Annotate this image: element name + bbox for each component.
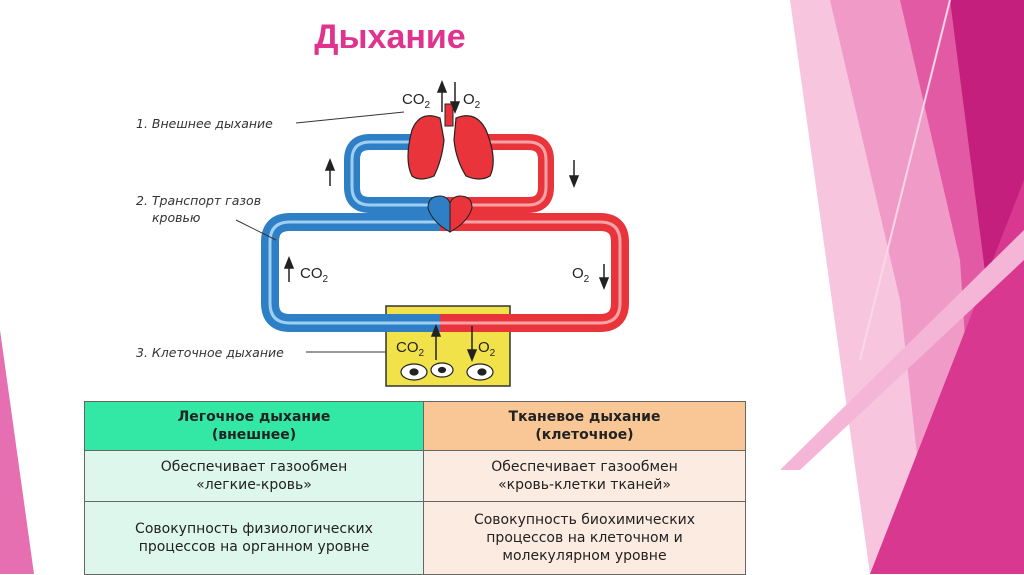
table-cell: Совокупность физиологических процессов н… <box>84 501 424 575</box>
lungs-icon <box>407 103 494 180</box>
header-tissue-respiration: Тканевое дыхание (клеточное) <box>423 401 746 451</box>
slide-title: Дыхание <box>314 18 466 56</box>
cells-icon <box>400 362 494 381</box>
lungs-co2-label: CO2 <box>402 91 431 111</box>
table-cell: Обеспечивает газообмен «легкие-кровь» <box>84 450 424 502</box>
tissue-o2-label: O2 <box>478 339 496 359</box>
table-row: Обеспечивает газообмен «легкие-кровь» Об… <box>84 450 746 502</box>
heart-icon <box>427 195 473 233</box>
tissue-co2-label: CO2 <box>396 339 425 359</box>
table-row: Совокупность физиологических процессов н… <box>84 501 746 575</box>
label-cellular-respiration: 3. Клеточное дыхание <box>136 345 284 360</box>
lungs-o2-label: O2 <box>463 91 481 111</box>
table-cell: Совокупность биохимических процессов на … <box>423 501 746 575</box>
venous-co2-label: CO2 <box>300 265 329 285</box>
arterial-o2-label: O2 <box>572 265 590 285</box>
table-cell: Обеспечивает газообмен «кровь-клетки тка… <box>423 450 746 502</box>
label-external-respiration: 1. Внешнее дыхание <box>136 116 273 131</box>
comparison-table: Легочное дыхание (внешнее) Тканевое дыха… <box>84 401 746 575</box>
label-gas-transport: 2. Транспорт газов <box>136 193 261 208</box>
label-gas-transport-line2: кровью <box>152 210 200 225</box>
header-pulmonary-respiration: Легочное дыхание (внешнее) <box>84 401 424 451</box>
